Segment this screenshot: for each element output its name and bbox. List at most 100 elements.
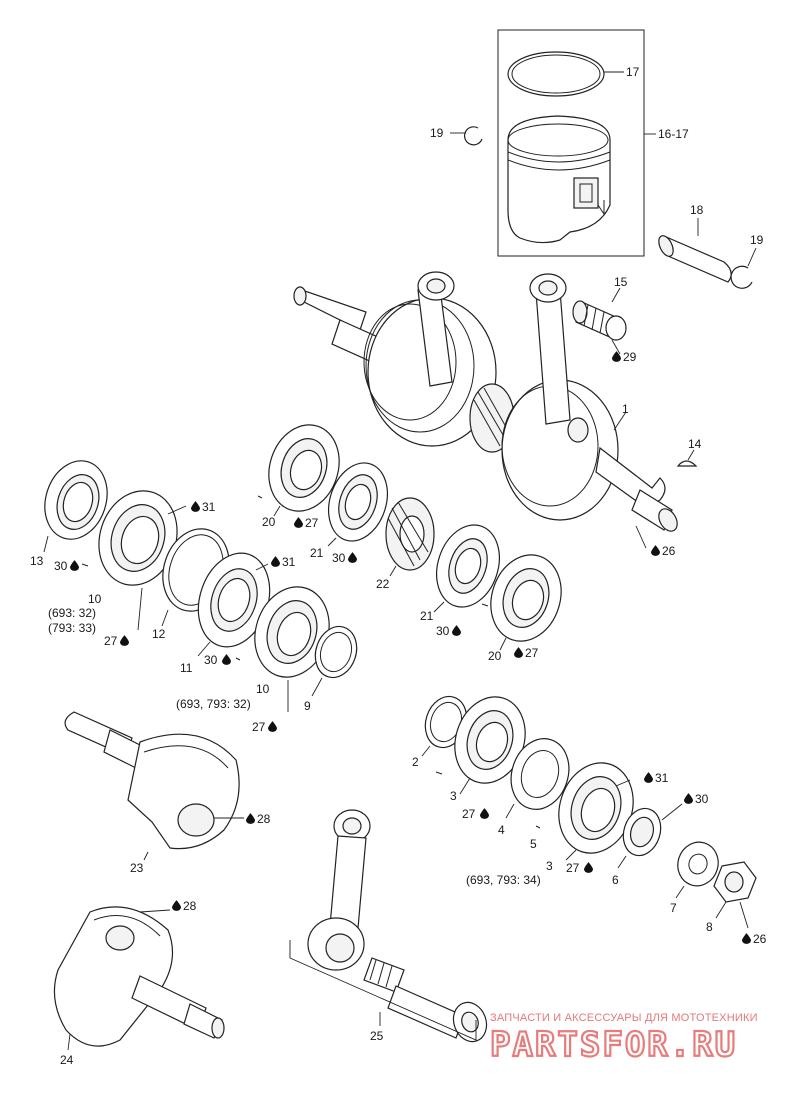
- label-10-left-note-793: (793: 33): [48, 621, 96, 635]
- label-20-left: 20: [262, 515, 276, 529]
- needle-bearing-15: [572, 287, 627, 355]
- label-16-17: 16-17: [658, 127, 689, 141]
- label-19-right: 19: [750, 233, 764, 247]
- label-27-c: 27: [305, 516, 319, 530]
- oil-drop-icon: [172, 900, 181, 911]
- connecting-rod-kit-25: [289, 809, 488, 1043]
- label-30-b: 30: [204, 653, 218, 667]
- piston-assembly: [497, 29, 656, 257]
- label-19-left: 19: [430, 126, 444, 140]
- ring-4: [505, 738, 570, 819]
- oil-drop-icon: [651, 545, 660, 556]
- bearing-10-left: [98, 490, 187, 631]
- oil-drop-icon: [268, 721, 277, 732]
- label-3-lower-note: (693, 793: 34): [466, 873, 541, 887]
- piston-pin-18: [658, 218, 732, 283]
- label-5: 5: [530, 837, 537, 851]
- seal-6: [617, 803, 683, 869]
- circlip-19-right: [730, 247, 757, 289]
- oil-drop-icon: [191, 501, 200, 512]
- label-27-e: 27: [462, 807, 476, 821]
- washer-7: [675, 841, 719, 899]
- label-31-bottom: 31: [655, 771, 669, 785]
- nut-8: [713, 861, 757, 929]
- oil-drop-icon: [348, 552, 357, 563]
- watermark-caption: ЗАПЧАСТИ И АКСЕССУАРЫ ДЛЯ МОТОТЕХНИКИ: [490, 1012, 758, 1024]
- label-27-a: 27: [104, 634, 118, 648]
- oil-drop-icon: [644, 772, 653, 783]
- bearing-3-upper: [454, 696, 526, 795]
- oil-drop-icon: [70, 560, 79, 571]
- label-21-left: 21: [310, 546, 324, 560]
- bearing-3-lower: [558, 762, 634, 861]
- label-11: 11: [180, 661, 193, 675]
- label-14: 14: [688, 437, 702, 451]
- oil-drop-icon: [452, 625, 461, 636]
- label-28-b: 28: [183, 899, 197, 913]
- seal-21-left: [327, 462, 388, 547]
- oil-drop-icon: [514, 647, 523, 658]
- watermark-logo: PARTSFOR.RU: [490, 1025, 737, 1065]
- bearing-20-right: [490, 554, 562, 651]
- oil-drop-icon: [120, 635, 129, 646]
- gear-22: [385, 497, 435, 577]
- label-28-a: 28: [257, 812, 271, 826]
- ring-9: [311, 625, 358, 697]
- label-27-d: 27: [525, 646, 539, 660]
- label-12: 12: [152, 627, 166, 641]
- label-24: 24: [60, 1053, 74, 1067]
- label-27-f: 27: [566, 861, 580, 875]
- key-14: [676, 449, 698, 467]
- oil-drop-icon: [222, 654, 231, 665]
- label-10-mid: 10: [256, 682, 270, 696]
- bearing-20-left: [268, 424, 340, 517]
- oil-drop-icon: [480, 808, 489, 819]
- label-21-right: 21: [420, 609, 434, 623]
- oil-drop-icon: [742, 933, 751, 944]
- label-9: 9: [304, 699, 311, 713]
- label-26-bottom: 26: [753, 932, 767, 946]
- oil-drop-icon: [246, 813, 255, 824]
- oil-drop-icon: [584, 862, 593, 873]
- label-29: 29: [623, 350, 637, 364]
- label-3-lower: 3: [546, 859, 553, 873]
- label-17: 17: [626, 65, 640, 79]
- label-26-top: 26: [662, 544, 676, 558]
- label-30-a: 30: [54, 559, 68, 573]
- seal-13: [43, 460, 108, 553]
- label-8: 8: [706, 920, 713, 934]
- label-15: 15: [614, 275, 628, 289]
- label-4: 4: [498, 823, 505, 837]
- label-1: 1: [622, 402, 629, 416]
- label-23: 23: [130, 861, 144, 875]
- label-6: 6: [612, 873, 619, 887]
- label-31-mid: 31: [282, 555, 296, 569]
- label-3-upper: 3: [450, 789, 457, 803]
- label-30-d: 30: [436, 624, 450, 638]
- bearing-10-mid: [254, 586, 330, 712]
- seal-11: [197, 552, 271, 657]
- half-crankshaft-23: [64, 711, 244, 861]
- label-10-left-note-693: (693: 32): [48, 606, 96, 620]
- label-30-e: 30: [695, 792, 709, 806]
- label-18: 18: [690, 203, 704, 217]
- label-10-left: 10: [88, 592, 102, 606]
- label-30-c: 30: [332, 551, 346, 565]
- label-20-right: 20: [488, 649, 502, 663]
- label-27-b: 27: [252, 720, 266, 734]
- label-13: 13: [30, 554, 44, 568]
- circlip-19-left: [450, 126, 483, 146]
- label-2: 2: [412, 755, 419, 769]
- oil-drop-icon: [684, 793, 693, 804]
- label-7: 7: [670, 901, 677, 915]
- label-10-mid-note: (693, 793: 32): [176, 697, 251, 711]
- watermark: ЗАПЧАСТИ И АКСЕССУАРЫ ДЛЯ МОТОТЕХНИКИ PA…: [489, 1012, 758, 1066]
- label-22: 22: [376, 577, 390, 591]
- oil-drop-icon: [271, 556, 280, 567]
- crankshaft-1: [293, 271, 678, 532]
- label-25: 25: [370, 1029, 384, 1043]
- seal-21-right: [433, 524, 500, 613]
- half-crankshaft-24: [53, 906, 225, 1051]
- label-31-top: 31: [202, 500, 216, 514]
